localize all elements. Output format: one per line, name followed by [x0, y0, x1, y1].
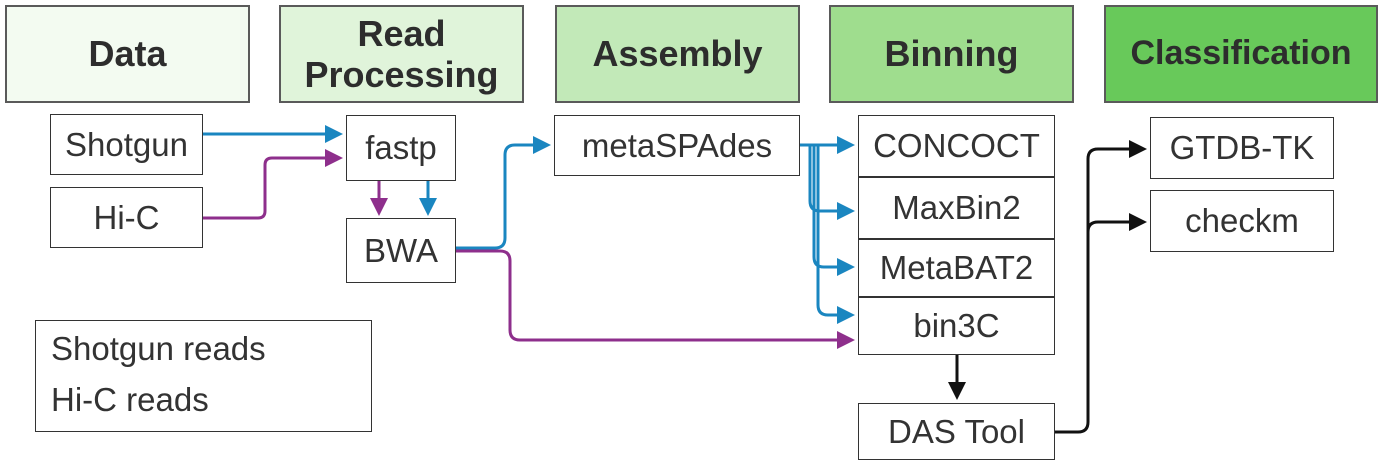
node-shotgun: Shotgun	[50, 114, 203, 175]
edge-hic-fastp	[203, 149, 343, 220]
edge-dastool-checkm	[1086, 213, 1147, 233]
legend: Shotgun reads Hi-C reads	[35, 320, 372, 432]
stage-header-data: Data	[5, 5, 250, 103]
stage-label: Read Processing	[304, 12, 499, 95]
legend-label-hic-reads: Hi-C reads	[51, 381, 209, 418]
edge-bwa-bin3c	[456, 249, 855, 349]
legend-label-shotgun-reads: Shotgun reads	[51, 330, 266, 367]
node-hic: Hi-C	[50, 187, 203, 248]
edge-dastool-gtdbtk	[1055, 140, 1147, 434]
node-gtdbtk: GTDB-TK	[1150, 117, 1334, 179]
node-concoct: CONCOCT	[858, 115, 1055, 177]
node-metaspades: metaSPAdes	[554, 115, 800, 176]
node-dastool: DAS Tool	[858, 403, 1055, 460]
edge-metaspades-bin3c	[816, 145, 855, 324]
node-fastp: fastp	[346, 115, 456, 181]
stage-header-classification: Classification	[1104, 5, 1378, 103]
edge-metaspades-metabat2	[812, 145, 855, 276]
stage-label: Data	[88, 33, 167, 75]
stage-header-binning: Binning	[829, 5, 1074, 103]
stage-label: Binning	[884, 33, 1019, 75]
edge-metaspades-maxbin2	[808, 145, 855, 220]
node-bwa: BWA	[346, 218, 456, 283]
node-metabat2: MetaBAT2	[858, 239, 1055, 297]
stage-header-assembly: Assembly	[555, 5, 800, 103]
edge-bwa-metaspades	[456, 136, 551, 250]
stage-label: Assembly	[592, 33, 763, 75]
node-bin3c: bin3C	[858, 297, 1055, 355]
stage-label: Classification	[1130, 34, 1352, 73]
node-checkm: checkm	[1150, 190, 1334, 252]
node-maxbin2: MaxBin2	[858, 177, 1055, 239]
stage-header-read-processing: Read Processing	[279, 5, 524, 103]
